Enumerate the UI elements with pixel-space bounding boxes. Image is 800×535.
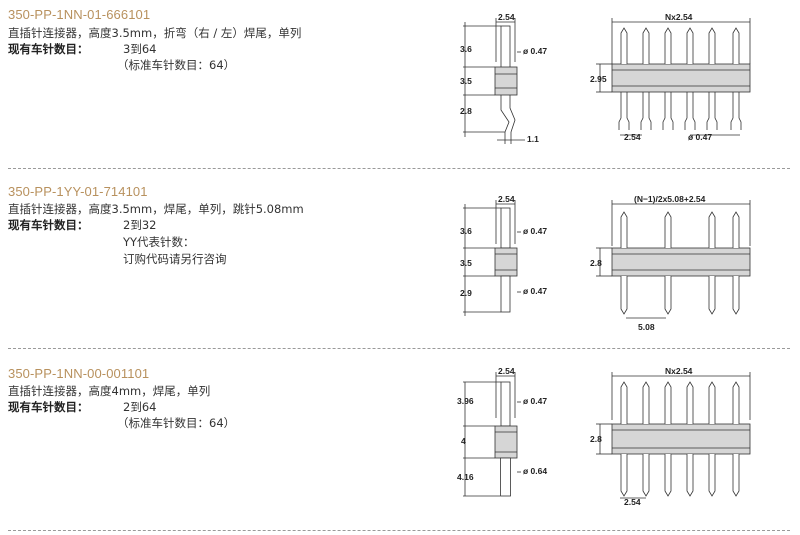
part-number: 350-PP-1NN-01-666101 [8,7,151,22]
section-divider [8,348,790,349]
stock-range: 2到32 [123,218,157,232]
side-view-drawing: 2.54 3.96 4 4.16 ø 0.47 ø 0.64 [457,366,547,497]
section-divider [8,530,790,531]
pin [664,211,672,248]
product-section-1: 350-PP-1NN-01-666101 直插针连接器，高度3.5mm，折弯（右… [0,0,800,170]
pin-tail [618,92,630,130]
pin-tail [686,454,694,497]
dim-width: Nx2.54 [665,12,693,22]
dim-bend: 1.1 [527,134,539,144]
dim-1: 3.6 [460,44,472,54]
dim-pin-diameter-top: ø 0.47 [523,396,547,406]
dim-height: 2.8 [590,434,602,444]
dim-2: 4 [461,436,466,446]
pin [620,381,628,424]
dim-2: 3.5 [460,76,472,86]
stock-range: 3到64 [123,42,157,56]
dim-top: 2.54 [498,12,515,22]
product-section-3: 350-PP-1NN-00-001101 直插针连接器，高度4mm，焊尾，单列 … [0,358,800,535]
dim-1: 3.96 [457,396,474,406]
stock-standard: （标准车针数目：64） [117,58,236,72]
pin [732,381,740,424]
pin [620,211,628,248]
product-description: 直插针连接器，高度3.5mm，焊尾，单列，跳针5.08mm [8,202,304,216]
pin-tail [708,454,716,497]
pin-tail [620,276,628,315]
front-view-drawing: Nx2.54 2.8 2.54 [590,366,751,507]
product-description: 直插针连接器，高度3.5mm，折弯（右 / 左）焊尾，单列 [8,26,302,40]
pin [732,211,740,248]
dim-height: 2.8 [590,258,602,268]
pin-tail [620,454,628,497]
pin [664,27,672,64]
pin-tail [640,92,652,130]
dim-pitch: 2.54 [624,132,641,142]
section-divider [8,168,790,169]
pin-tail [662,92,674,130]
stock-label: 现有车针数目： [8,400,89,414]
dim-1: 3.6 [460,226,472,236]
dim-2: 3.5 [460,258,472,268]
pin-tail [642,454,650,497]
front-view-drawing: Nx2.54 2.95 2.54 ø 0.47 [590,12,751,142]
stock-label: 现有车针数目： [8,42,89,56]
pin [708,381,716,424]
dim-top: 2.54 [498,194,515,204]
pin-code-note: YY代表针数： [123,235,195,249]
pin-tail [732,454,740,497]
stock-standard: （标准车针数目：64） [117,416,236,430]
stock-range: 2到64 [123,400,157,414]
pin-tail [664,454,672,497]
stock-label: 现有车针数目： [8,218,89,232]
dim-3: 2.8 [460,106,472,116]
pin [642,27,650,64]
dim-pitch: 5.08 [638,322,655,332]
side-view-drawing: 2.54 3.6 3.5 2.8 ø 0.47 1.1 [460,12,547,144]
pin [642,381,650,424]
pin [686,27,694,64]
side-view-drawing: 2.54 3.6 3.5 2.9 ø 0.47 ø 0.47 [460,194,547,316]
dim-width: Nx2.54 [665,366,693,376]
pin [686,381,694,424]
dim-pin-diameter: ø 0.47 [688,132,712,142]
pin-tail [730,92,742,130]
dim-height: 2.95 [590,74,607,84]
dim-3: 4.16 [457,472,474,482]
pin [708,27,716,64]
pin [732,27,740,64]
pin-tail [708,276,716,315]
dim-width: (N−1)/2x5.08+2.54 [634,194,706,204]
dim-pin-diameter-top: ø 0.47 [523,226,547,236]
pin-tail [664,276,672,315]
pin [708,211,716,248]
front-view-drawing: (N−1)/2x5.08+2.54 2.8 5.08 [590,194,751,332]
order-code-note: 订购代码请另行咨询 [123,252,227,266]
dim-3: 2.9 [460,288,472,298]
dim-pin-diameter-bottom: ø 0.47 [523,286,547,296]
pin-tail [732,276,740,315]
pin-tail [684,92,696,130]
pin [620,27,628,64]
part-number: 350-PP-1YY-01-714101 [8,184,148,199]
dim-pitch: 2.54 [624,497,641,507]
product-section-2: 350-PP-1YY-01-714101 直插针连接器，高度3.5mm，焊尾，单… [0,178,800,348]
pin-tail [706,92,718,130]
part-number: 350-PP-1NN-00-001101 [8,366,150,381]
dim-pin-diameter-bottom: ø 0.64 [523,466,547,476]
pin [664,381,672,424]
dim-pin-diameter: ø 0.47 [523,46,547,56]
dim-top: 2.54 [498,366,515,376]
product-description: 直插针连接器，高度4mm，焊尾，单列 [8,384,211,398]
